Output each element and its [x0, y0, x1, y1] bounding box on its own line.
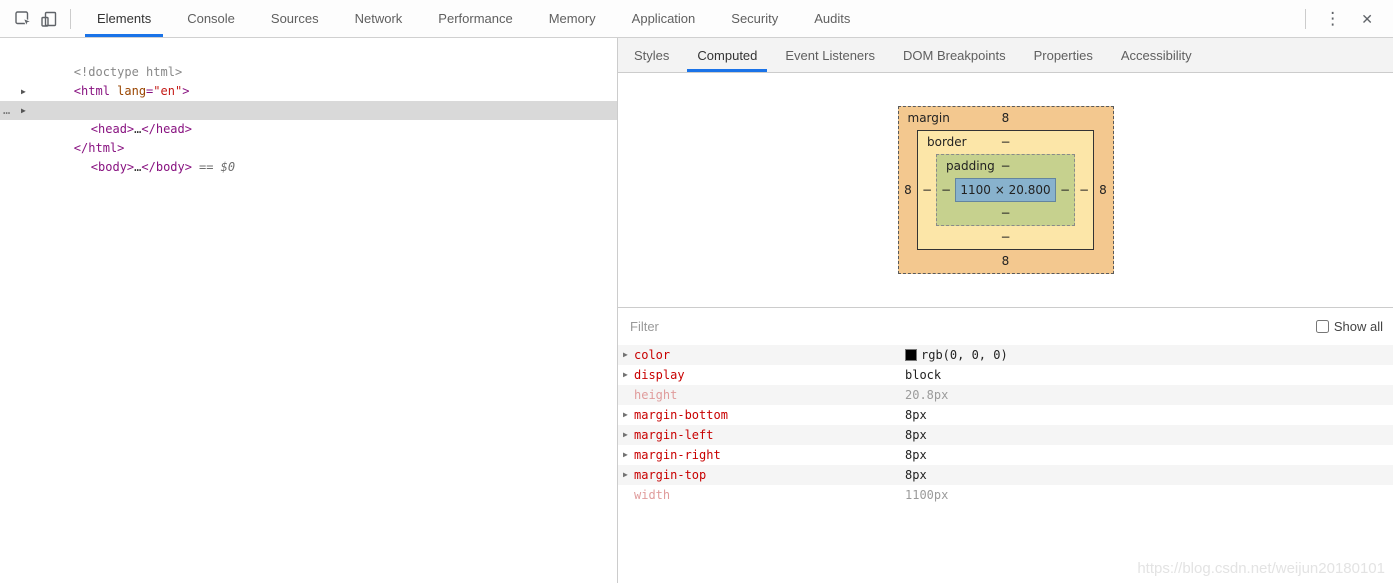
show-all-toggle[interactable]: Show all	[1315, 319, 1383, 334]
tab-audits[interactable]: Audits	[814, 11, 851, 26]
property-row-margin-left[interactable]: ▶ margin-left 8px	[618, 425, 1393, 445]
box-model-content[interactable]: 1100 × 20.800	[955, 178, 1056, 202]
padding-top-value[interactable]: −	[1000, 159, 1011, 173]
inspect-element-icon[interactable]	[10, 6, 36, 32]
show-all-label: Show all	[1333, 319, 1383, 334]
toolbar-icons	[0, 0, 79, 37]
devtools-panes: <!doctype html> <html lang="en"> ▶ <head…	[0, 38, 1393, 583]
tab-sources[interactable]: Sources	[270, 11, 319, 26]
expand-arrow-icon[interactable]: ▶	[623, 370, 628, 379]
doctype-text: <!doctype html>	[73, 65, 183, 79]
tab-application[interactable]: Application	[631, 11, 696, 26]
property-name: width	[634, 488, 671, 502]
property-value: 8px	[905, 468, 927, 482]
property-name: margin-top	[634, 468, 707, 482]
tab-accessibility[interactable]: Accessibility	[1120, 47, 1192, 63]
padding-left-value[interactable]: −	[940, 183, 952, 197]
computed-properties-list: ▶ color rgb(0, 0, 0) ▶ display block hei…	[618, 345, 1393, 583]
margin-top-value[interactable]: 8	[1001, 111, 1010, 125]
tab-dom-breakpoints[interactable]: DOM Breakpoints	[903, 47, 1006, 63]
close-devtools-icon[interactable]: ✕	[1361, 10, 1373, 27]
border-left-value[interactable]: −	[921, 183, 933, 197]
toggle-device-toolbar-icon[interactable]	[36, 6, 62, 32]
customize-menu-icon[interactable]: ⋮	[1324, 9, 1342, 28]
tab-security[interactable]: Security	[731, 11, 779, 26]
box-model-margin[interactable]: margin 8 8 border − −	[897, 106, 1114, 274]
dom-node-html-close[interactable]: </html>	[73, 141, 125, 155]
expand-arrow-icon[interactable]: ▶	[623, 410, 628, 419]
padding-bottom-value[interactable]: −	[1000, 206, 1011, 220]
tab-performance[interactable]: Performance	[438, 11, 513, 26]
expand-arrow-icon[interactable]: ▶	[623, 470, 628, 479]
tab-properties[interactable]: Properties	[1033, 47, 1093, 63]
property-name: height	[634, 388, 678, 402]
property-value: 8px	[905, 448, 927, 462]
margin-bottom-value[interactable]: 8	[1001, 254, 1010, 268]
tab-styles[interactable]: Styles	[634, 47, 670, 63]
expand-arrow-icon[interactable]: ▶	[623, 430, 628, 439]
property-name: display	[634, 368, 685, 382]
toolbar-right-controls: ⋮ ✕	[1297, 0, 1393, 37]
property-row-margin-top[interactable]: ▶ margin-top 8px	[618, 465, 1393, 485]
property-name: color	[634, 348, 671, 362]
property-value: 1100px	[905, 488, 949, 502]
property-row-display[interactable]: ▶ display block	[618, 365, 1393, 385]
box-model-padding[interactable]: padding − − 1100 × 20.800 −	[936, 154, 1075, 226]
tab-computed[interactable]: Computed	[687, 38, 768, 72]
expand-arrow-icon[interactable]: ▶	[623, 450, 628, 459]
property-name: margin-left	[634, 428, 714, 442]
property-row-color[interactable]: ▶ color rgb(0, 0, 0)	[618, 345, 1393, 365]
tab-event-listeners[interactable]: Event Listeners	[785, 47, 875, 63]
dom-node-doctype[interactable]: <!doctype html>	[0, 44, 617, 79]
padding-right-value[interactable]: −	[1059, 183, 1071, 197]
padding-label: padding	[946, 159, 995, 173]
property-name: margin-bottom	[634, 408, 728, 422]
dollar-zero-hint: == $0	[198, 160, 236, 174]
margin-right-value[interactable]: 8	[1099, 183, 1107, 197]
elements-sidebar: Styles Computed Event Listeners DOM Brea…	[618, 38, 1393, 583]
dom-node-head[interactable]: ▶ <head>…</head>	[0, 82, 617, 136]
border-right-value[interactable]: −	[1078, 183, 1090, 197]
filter-input[interactable]	[628, 318, 928, 335]
property-row-margin-bottom[interactable]: ▶ margin-bottom 8px	[618, 405, 1393, 425]
property-row-width[interactable]: width 1100px	[618, 485, 1393, 505]
property-value: 8px	[905, 408, 927, 422]
expand-arrow-icon[interactable]: ▶	[21, 87, 26, 96]
border-bottom-value[interactable]: −	[1000, 230, 1011, 244]
property-row-height[interactable]: height 20.8px	[618, 385, 1393, 405]
property-value: 8px	[905, 428, 927, 442]
main-toolbar: Elements Console Sources Network Perform…	[0, 0, 1393, 38]
color-swatch	[905, 349, 917, 361]
tab-console[interactable]: Console	[187, 11, 235, 26]
computed-filter-bar: Show all	[618, 308, 1393, 345]
margin-left-value[interactable]: 8	[904, 183, 912, 197]
toolbar-separator	[70, 8, 71, 29]
property-value: block	[905, 368, 942, 382]
border-label: border	[927, 135, 967, 149]
box-model-section: margin 8 8 border − −	[618, 73, 1393, 308]
border-top-value[interactable]: −	[1000, 135, 1011, 149]
sidebar-tab-bar: Styles Computed Event Listeners DOM Brea…	[618, 38, 1393, 73]
property-name: margin-right	[634, 448, 721, 462]
elements-dom-tree: <!doctype html> <html lang="en"> ▶ <head…	[0, 38, 618, 583]
margin-label: margin	[907, 111, 950, 125]
tab-memory[interactable]: Memory	[548, 11, 596, 26]
tab-elements[interactable]: Elements	[85, 0, 164, 37]
tab-network[interactable]: Network	[354, 11, 403, 26]
property-value: rgb(0, 0, 0)	[905, 345, 1008, 365]
dom-node-body-selected[interactable]: … ▶ <body>…</body>== $0	[0, 101, 617, 174]
property-row-margin-right[interactable]: ▶ margin-right 8px	[618, 445, 1393, 465]
overflow-ellipsis-icon[interactable]: …	[3, 103, 11, 117]
property-value: 20.8px	[905, 388, 949, 402]
box-model-border[interactable]: border − − padding −	[917, 130, 1094, 250]
show-all-checkbox[interactable]	[1315, 320, 1329, 333]
expand-arrow-icon[interactable]: ▶	[21, 106, 26, 115]
toolbar-separator	[1305, 8, 1307, 29]
expand-arrow-icon[interactable]: ▶	[623, 350, 628, 359]
main-panel-tabs: Elements Console Sources Network Perform…	[79, 0, 868, 37]
dom-node-html-open[interactable]: <html lang="en">	[73, 84, 190, 98]
